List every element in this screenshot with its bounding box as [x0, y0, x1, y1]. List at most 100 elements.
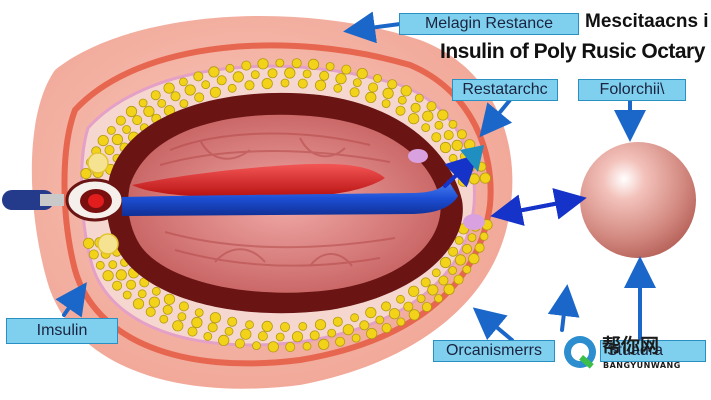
fat-globule	[381, 99, 391, 108]
fat-globule	[400, 85, 412, 97]
fat-globule	[335, 73, 347, 85]
fat-globule	[434, 120, 444, 130]
label-bottom-box-right: Stuadra	[600, 340, 706, 362]
fat-globule	[448, 153, 458, 163]
fat-globule	[194, 92, 205, 103]
fat-globule	[241, 60, 252, 71]
fat-globule	[275, 332, 285, 342]
fat-globule	[297, 78, 308, 89]
fat-globule	[280, 78, 290, 88]
fat-globule	[184, 84, 196, 96]
fat-globule	[172, 320, 184, 332]
fat-globule	[207, 322, 218, 333]
fat-globule	[403, 301, 414, 312]
fat-globule	[318, 338, 330, 350]
fat-globule	[115, 115, 126, 126]
pink-node-top	[408, 149, 428, 163]
fat-globule	[170, 91, 181, 102]
fat-globule	[138, 98, 148, 108]
fat-globule	[126, 279, 137, 290]
fat-globule	[314, 79, 327, 91]
fat-globule	[434, 294, 443, 303]
fat-globule	[143, 105, 155, 118]
fat-globule	[216, 75, 227, 86]
fat-globule	[408, 309, 420, 321]
fat-globule	[388, 308, 401, 320]
fat-globule	[178, 77, 188, 87]
fat-globule	[431, 268, 441, 278]
fat-globule	[95, 260, 105, 270]
fat-globule	[291, 331, 304, 343]
blood-streak	[132, 163, 385, 199]
fat-globule	[111, 133, 124, 146]
fat-globule	[157, 99, 167, 108]
fat-globule	[443, 283, 455, 295]
fat-globule	[193, 71, 204, 82]
fat-globule	[245, 320, 254, 330]
fat-globule	[327, 328, 337, 338]
fat-globule	[396, 317, 406, 327]
arrow-restatarchc	[479, 98, 513, 138]
fat-globule	[366, 327, 378, 340]
label-bottom-box-left: Orcanismerrs	[433, 340, 555, 362]
fat-globule	[145, 306, 156, 317]
fat-globule	[148, 296, 160, 308]
fat-globule	[151, 286, 161, 296]
label-bottom-left-box: Imsulin	[6, 318, 118, 344]
fat-globule	[234, 338, 245, 349]
blue-probe	[122, 180, 458, 216]
fat-globule	[275, 58, 285, 68]
fat-globule	[83, 237, 95, 249]
fat-globule	[319, 70, 330, 81]
fat-globule	[448, 119, 458, 129]
watermark-chinese: 帮你网	[602, 335, 660, 357]
fat-globule	[244, 80, 255, 91]
fat-globule	[163, 82, 175, 94]
fat-globule	[279, 321, 290, 332]
fat-globule	[397, 95, 407, 105]
fat-globule	[102, 270, 114, 282]
fat-globule	[122, 290, 132, 300]
fat-globule	[468, 253, 480, 265]
fat-globule	[132, 115, 143, 126]
fat-globule	[350, 313, 360, 323]
fat-globule	[416, 294, 426, 304]
fat-globule	[349, 87, 360, 98]
fat-globule	[267, 341, 279, 353]
fat-globule	[159, 314, 169, 324]
fat-globule	[451, 139, 463, 151]
fat-globule	[240, 328, 252, 340]
fat-globule	[107, 125, 116, 135]
fat-globule	[179, 99, 189, 108]
fat-globule	[448, 266, 458, 275]
label-mid-box-left: Restatarchc	[452, 79, 558, 101]
fat-globule	[208, 66, 220, 78]
fat-globule	[448, 246, 459, 257]
fat-globule	[112, 280, 123, 291]
fat-globule	[381, 301, 392, 312]
fat-globule	[342, 324, 354, 336]
fat-globule	[80, 168, 92, 180]
fat-globule	[232, 71, 244, 83]
fat-globule	[187, 326, 198, 337]
fat-globule	[352, 78, 362, 87]
fat-globule	[439, 256, 452, 269]
fat-globule	[177, 312, 187, 322]
fat-globule	[468, 173, 480, 185]
fat-globule	[137, 289, 147, 299]
fat-globule	[227, 316, 238, 327]
fat-globule	[194, 308, 204, 318]
fat-globule	[309, 330, 320, 341]
fat-globule	[454, 235, 464, 245]
fat-globule	[373, 74, 382, 83]
fat-globule	[115, 269, 127, 281]
fat-globule	[426, 101, 437, 112]
fat-globule	[225, 63, 235, 73]
fat-globule	[325, 62, 335, 71]
fat-globule	[421, 301, 432, 312]
fat-globule	[201, 80, 211, 90]
follicle-top	[87, 152, 109, 174]
fat-globule	[420, 277, 431, 288]
fat-globule	[125, 105, 138, 118]
